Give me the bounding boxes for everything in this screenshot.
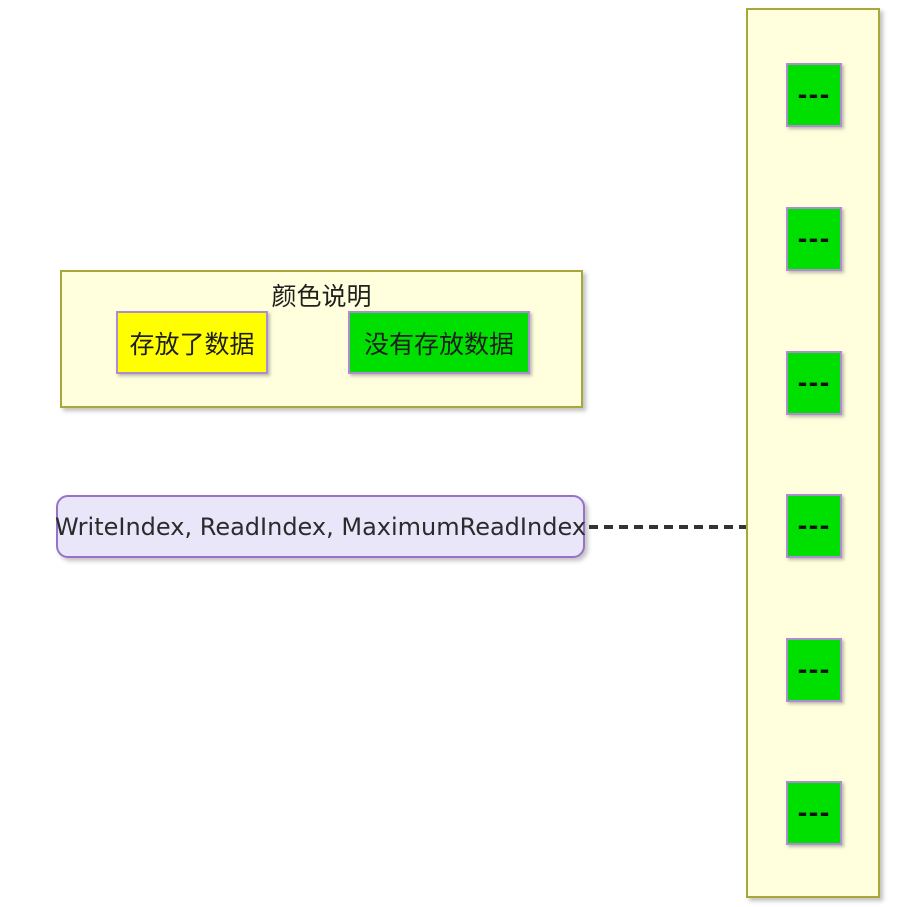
ring-buffer-column (746, 8, 880, 898)
buffer-cell: --- (786, 781, 842, 845)
index-pointer-text: WriteIndex, ReadIndex, MaximumReadIndex (55, 512, 586, 541)
buffer-cell-pointer-target: --- (786, 494, 842, 558)
buffer-cell: --- (786, 63, 842, 127)
legend-panel: 颜色说明 存放了数据 没有存放数据 (60, 270, 583, 408)
buffer-cell: --- (786, 351, 842, 415)
buffer-cell: --- (786, 207, 842, 271)
legend-swatch-empty: 没有存放数据 (348, 311, 530, 374)
legend-swatch-empty-label: 没有存放数据 (363, 329, 514, 359)
legend-title: 颜色说明 (271, 282, 372, 311)
pointer-arrow-line (589, 525, 768, 529)
buffer-cell: --- (786, 638, 842, 702)
index-pointer-label: WriteIndex, ReadIndex, MaximumReadIndex (55, 495, 586, 558)
legend-swatch-filled: 存放了数据 (116, 311, 268, 374)
legend-swatch-filled-label: 存放了数据 (129, 329, 255, 359)
